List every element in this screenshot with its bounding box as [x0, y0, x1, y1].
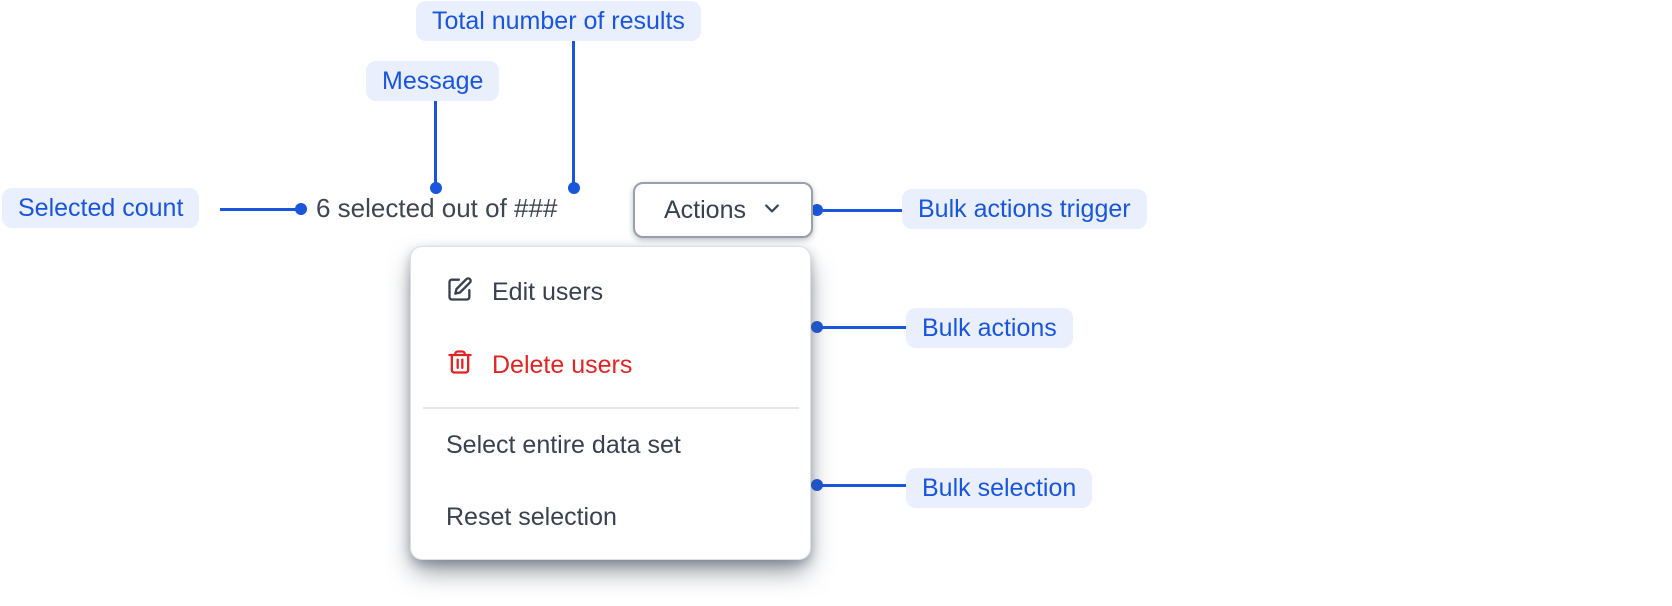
connector-line-selected-count — [220, 208, 296, 211]
selection-message: 6 selected out of ### — [316, 193, 558, 223]
connector-dot-message — [430, 182, 442, 194]
connector-line-message — [434, 101, 437, 183]
edit-icon — [446, 275, 474, 310]
connector-line-bulk-actions-trigger — [821, 209, 902, 212]
menu-divider — [423, 407, 799, 409]
menu-item-reset-selection[interactable]: Reset selection — [411, 489, 810, 545]
bulk-actions-trigger-button[interactable]: Actions — [633, 182, 813, 238]
callout-message: Message — [366, 61, 500, 101]
connector-dot-bulk-actions-trigger — [811, 204, 823, 216]
connector-line-bulk-selection — [821, 484, 906, 487]
menu-item-select-entire-data-set[interactable]: Select entire data set — [411, 417, 810, 473]
chevron-down-icon — [762, 196, 782, 225]
connector-line-total-results — [572, 41, 575, 183]
trash-icon — [446, 348, 474, 383]
connector-dot-bulk-selection — [811, 479, 823, 491]
connector-dot-selected-count — [295, 203, 307, 215]
callout-bulk-actions-trigger: Bulk actions trigger — [902, 189, 1147, 229]
callout-bulk-selection: Bulk selection — [906, 468, 1093, 508]
callout-total-number-of-results: Total number of results — [416, 1, 701, 41]
menu-item-label: Edit users — [492, 277, 604, 306]
callout-selected-count: Selected count — [2, 188, 200, 228]
menu-item-delete-users[interactable]: Delete users — [411, 337, 810, 393]
menu-item-label: Select entire data set — [446, 430, 681, 459]
connector-dot-bulk-actions — [811, 321, 823, 333]
actions-button-label: Actions — [664, 195, 746, 224]
menu-item-edit-users[interactable]: Edit users — [411, 264, 810, 320]
menu-item-label: Reset selection — [446, 502, 617, 531]
menu-item-label: Delete users — [492, 350, 633, 379]
bulk-actions-menu: Edit users Delete users Select entire da… — [410, 246, 811, 560]
connector-dot-total-results — [568, 182, 580, 194]
callout-bulk-actions: Bulk actions — [906, 308, 1073, 348]
connector-line-bulk-actions — [821, 326, 906, 329]
